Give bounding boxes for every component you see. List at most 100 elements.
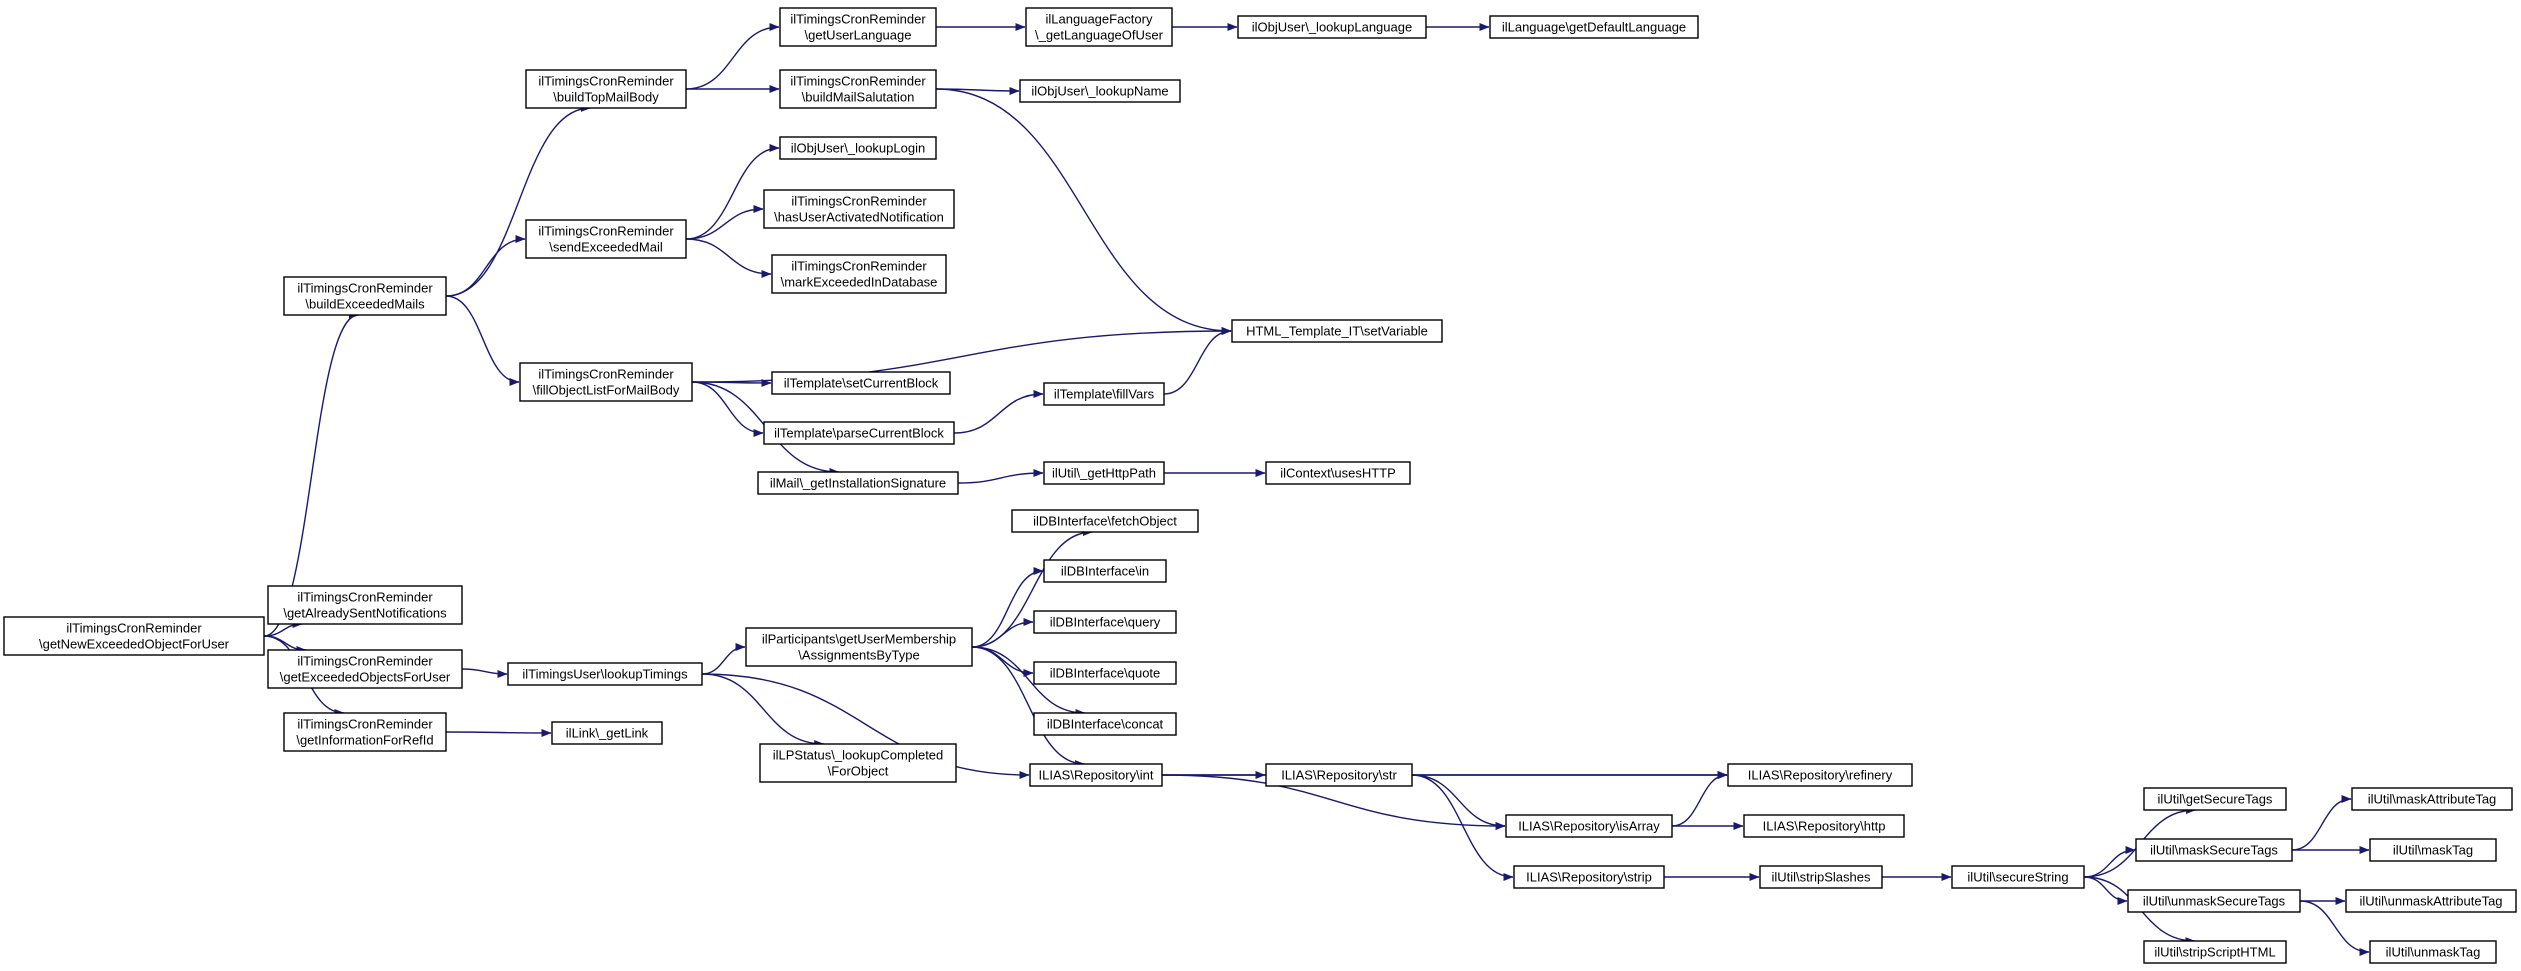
node-label: ilObjUser\_lookupName xyxy=(1031,84,1168,99)
node-label: \getUserLanguage xyxy=(805,28,912,43)
node-box xyxy=(771,371,951,395)
edge-lookupTimings-to-lpLookupCompleted xyxy=(701,673,825,748)
edge-secureString-to-maskSecureTags xyxy=(2083,846,2136,878)
node-getSecureTags[interactable]: ilUtil\getSecureTags xyxy=(2143,787,2287,811)
edge-getUserMembership-to-repoInt xyxy=(971,646,1085,768)
node-lookupName[interactable]: ilObjUser\_lookupName xyxy=(1019,79,1181,103)
node-getAlreadySent[interactable]: ilTimingsCronReminder\getAlreadySentNoti… xyxy=(267,585,463,625)
node-fillObjectList[interactable]: ilTimingsCronReminder\fillObjectListForM… xyxy=(519,362,693,402)
node-buildMailSalutation[interactable]: ilTimingsCronReminder\buildMailSalutatio… xyxy=(779,69,937,109)
node-repoIsArray[interactable]: ILIAS\Repository\isArray xyxy=(1505,814,1673,838)
node-repoInt[interactable]: ILIAS\Repository\int xyxy=(1029,763,1163,787)
node-label: ilContext\usesHTTP xyxy=(1280,466,1396,481)
node-fetchObject[interactable]: ilDBInterface\fetchObject xyxy=(1011,509,1199,533)
node-getUserLanguage[interactable]: ilTimingsCronReminder\getUserLanguage xyxy=(779,7,937,47)
node-label: ilTimingsCronReminder xyxy=(297,654,433,669)
node-repoStrip[interactable]: ILIAS\Repository\strip xyxy=(1513,865,1665,889)
node-box xyxy=(2351,787,2513,811)
node-buildTopMailBody[interactable]: ilTimingsCronReminder\buildTopMailBody xyxy=(525,69,687,109)
node-repoRefinery[interactable]: ILIAS\Repository\refinery xyxy=(1727,763,1913,787)
node-unmaskTag[interactable]: ilUtil\unmaskTag xyxy=(2369,940,2497,964)
edge-getUserMembership-to-dbQuery xyxy=(971,618,1034,648)
node-box xyxy=(1033,712,1177,736)
node-box xyxy=(1265,763,1413,787)
node-maskAttributeTag[interactable]: ilUtil\maskAttributeTag xyxy=(2351,787,2513,811)
node-getUserMembership[interactable]: ilParticipants\getUserMembership\Assignm… xyxy=(745,627,973,667)
node-stripSlashes[interactable]: ilUtil\stripSlashes xyxy=(1759,865,1883,889)
node-box xyxy=(1237,15,1427,39)
node-getInfoForRefId[interactable]: ilTimingsCronReminder\getInformationForR… xyxy=(283,712,447,752)
node-label: ilTimingsCronReminder xyxy=(297,590,433,605)
node-buildExceededMails[interactable]: ilTimingsCronReminder\buildExceededMails xyxy=(283,276,447,316)
node-maskTag[interactable]: ilUtil\maskTag xyxy=(2369,838,2497,862)
node-fillVars[interactable]: ilTemplate\fillVars xyxy=(1043,382,1165,406)
node-label: ilMail\_getInstallationSignature xyxy=(770,476,946,491)
node-box xyxy=(1727,763,1913,787)
edge-lookupTimings-to-repoInt xyxy=(701,673,1030,779)
node-getExceededObjects[interactable]: ilTimingsCronReminder\getExceededObjects… xyxy=(267,649,463,689)
node-box xyxy=(551,721,663,745)
node-box xyxy=(1029,763,1163,787)
node-label: \getNewExceededObjectForUser xyxy=(39,637,230,652)
node-label: \buildMailSalutation xyxy=(802,90,915,105)
node-lookupTimings[interactable]: ilTimingsUser\lookupTimings xyxy=(507,662,703,686)
node-repoHttp[interactable]: ILIAS\Repository\http xyxy=(1743,814,1905,838)
node-label: ilTemplate\parseCurrentBlock xyxy=(774,426,944,441)
node-sendExceededMail[interactable]: ilTimingsCronReminder\sendExceededMail xyxy=(525,219,687,259)
node-getDefaultLanguage[interactable]: ilLanguage\getDefaultLanguage xyxy=(1489,15,1699,39)
node-label: ILIAS\Repository\str xyxy=(1281,768,1397,783)
edge-fillVars-to-setVariable xyxy=(1163,327,1232,395)
node-box xyxy=(1043,382,1165,406)
edge-layer xyxy=(263,23,2370,956)
node-label: HTML_Template_IT\setVariable xyxy=(1246,324,1428,339)
edge-getInfoForRefId-to-getLink xyxy=(445,728,552,737)
node-getLanguageOfUser[interactable]: ilLanguageFactory\_getLanguageOfUser xyxy=(1025,7,1173,47)
node-label: ilParticipants\getUserMembership xyxy=(762,632,956,647)
node-stripScriptHTML[interactable]: ilUtil\stripScriptHTML xyxy=(2143,940,2287,964)
node-dbConcat[interactable]: ilDBInterface\concat xyxy=(1033,712,1177,736)
node-unmaskSecureTags[interactable]: ilUtil\unmaskSecureTags xyxy=(2127,889,2301,913)
node-label: \fillObjectListForMailBody xyxy=(533,383,680,398)
node-usesHTTP[interactable]: ilContext\usesHTTP xyxy=(1265,461,1411,485)
node-getHttpPath[interactable]: ilUtil\_getHttpPath xyxy=(1043,461,1165,485)
node-lookupLanguage[interactable]: ilObjUser\_lookupLanguage xyxy=(1237,15,1427,39)
node-box xyxy=(779,136,937,160)
node-parseCurrentBlock[interactable]: ilTemplate\parseCurrentBlock xyxy=(763,421,955,445)
node-dbQuote[interactable]: ilDBInterface\quote xyxy=(1033,661,1177,685)
edge-buildExceededMails-to-sendExceededMail xyxy=(445,235,526,297)
node-label: ilTimingsCronReminder xyxy=(790,74,926,89)
node-lookupLogin[interactable]: ilObjUser\_lookupLogin xyxy=(779,136,937,160)
edge-sendExceededMail-to-markExceeded xyxy=(685,238,772,278)
node-setVariable[interactable]: HTML_Template_IT\setVariable xyxy=(1231,319,1443,343)
node-getLink[interactable]: ilLink\_getLink xyxy=(551,721,663,745)
node-label: ilTimingsCronReminder xyxy=(791,194,927,209)
node-dbQuery[interactable]: ilDBInterface\query xyxy=(1033,610,1177,634)
edge-getInstallationSig-to-getHttpPath xyxy=(957,469,1044,484)
node-box xyxy=(2143,787,2287,811)
node-box xyxy=(283,276,447,316)
node-label: ILIAS\Repository\isArray xyxy=(1518,819,1660,834)
node-box xyxy=(759,743,957,783)
edge-fillObjectList-to-parseCurrentBlock xyxy=(691,381,764,437)
node-root[interactable]: ilTimingsCronReminder\getNewExceededObje… xyxy=(3,616,265,656)
node-box xyxy=(1743,814,1905,838)
node-getInstallationSig[interactable]: ilMail\_getInstallationSignature xyxy=(757,471,959,495)
node-label: \getExceededObjectsForUser xyxy=(280,670,451,685)
node-box xyxy=(2369,940,2497,964)
node-label: ilObjUser\_lookupLanguage xyxy=(1252,20,1412,35)
node-dbIn[interactable]: ilDBInterface\in xyxy=(1043,559,1167,583)
edge-maskSecureTags-to-maskAttributeTag xyxy=(2291,795,2352,851)
node-maskSecureTags[interactable]: ilUtil\maskSecureTags xyxy=(2135,838,2293,862)
node-markExceeded[interactable]: ilTimingsCronReminder\markExceededInData… xyxy=(771,254,947,294)
node-lpLookupCompleted[interactable]: ilLPStatus\_lookupCompleted\ForObject xyxy=(759,743,957,783)
node-label: ilTemplate\setCurrentBlock xyxy=(784,376,939,391)
edge-buildMailSalutation-to-setVariable xyxy=(935,88,1232,335)
node-unmaskAttributeTag[interactable]: ilUtil\unmaskAttributeTag xyxy=(2345,889,2517,913)
node-box xyxy=(2369,838,2497,862)
node-label: ilObjUser\_lookupLogin xyxy=(791,141,925,156)
node-setCurrentBlock[interactable]: ilTemplate\setCurrentBlock xyxy=(771,371,951,395)
node-repoStr[interactable]: ILIAS\Repository\str xyxy=(1265,763,1413,787)
node-hasUserActivated[interactable]: ilTimingsCronReminder\hasUserActivatedNo… xyxy=(763,189,955,229)
node-label: ilLanguage\getDefaultLanguage xyxy=(1502,20,1686,35)
node-secureString[interactable]: ilUtil\secureString xyxy=(1951,865,2085,889)
